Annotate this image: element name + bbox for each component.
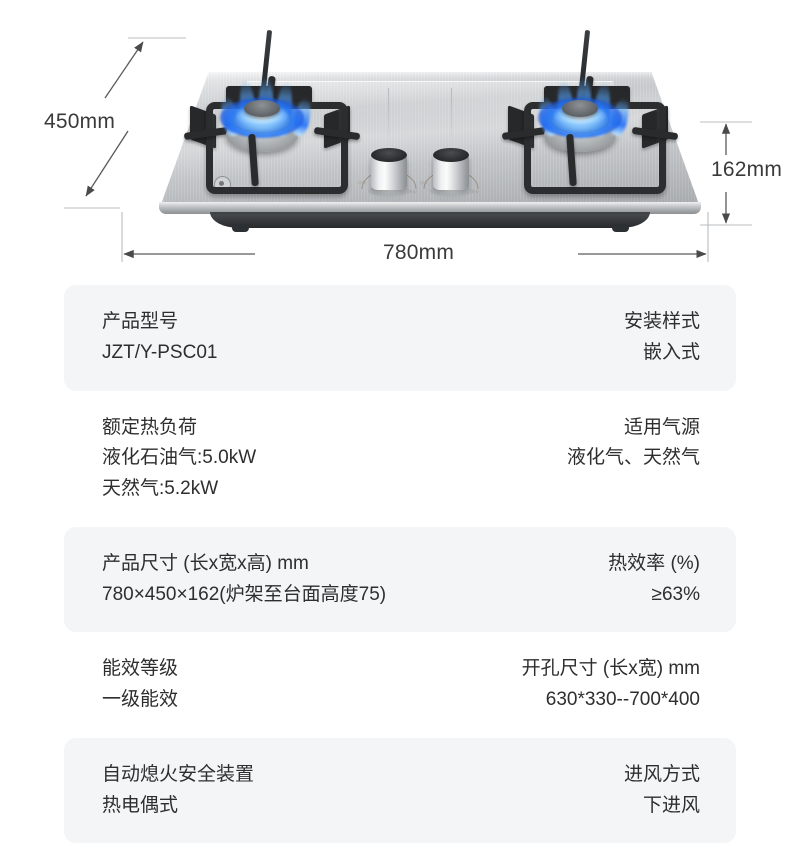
spec-row-energy-grade: 能效等级 一级能效 开孔尺寸 (长x宽) mm 630*330--700*400	[64, 632, 736, 738]
control-knob-left[interactable]: 小火 大火	[358, 146, 417, 210]
spec-label: 产品型号	[102, 311, 179, 332]
cooktop-foot-left	[232, 224, 249, 232]
spec-cell-right: 进风方式 下进风	[624, 760, 700, 822]
specification-table: 产品型号 JZT/Y-PSC01 安装样式 嵌入式 额定热负荷 液化石油气:5.…	[0, 285, 800, 843]
spec-value: 液化石油气:5.0kW	[102, 447, 257, 469]
spec-label: 进风方式	[623, 763, 700, 785]
spec-cell-left: 能效等级 一级能效	[102, 654, 178, 716]
burner-right	[501, 29, 679, 194]
gas-cooktop-illustration: 小火 大火 小火 大火	[159, 29, 701, 232]
spec-value: 下进风	[642, 794, 700, 816]
spec-value: JZT/Y-PSC01	[102, 341, 218, 363]
cooktop-foot-right	[612, 224, 629, 232]
svg-text:大火: 大火	[471, 188, 479, 194]
svg-text:小火: 小火	[358, 179, 366, 185]
dimension-label-depth: 450mm	[44, 110, 116, 133]
spec-value: 一级能效	[102, 689, 179, 711]
dimension-label-height: 162mm	[711, 158, 783, 181]
spec-value-extra: 天然气:5.2kW	[102, 478, 219, 500]
spec-cell-left: 自动熄火安全装置 热电偶式	[102, 760, 254, 822]
burner-cap-left	[244, 100, 280, 117]
spec-row-dimensions: 产品尺寸 (长x宽x高) mm 780×450×162(炉架至台面高度75) 热…	[64, 526, 736, 633]
knob-foot	[430, 186, 472, 196]
spec-cell-left: 额定热负荷 液化石油气:5.0kW 天然气:5.2kW	[102, 413, 256, 505]
spec-row-model: 产品型号 JZT/Y-PSC01 安装样式 嵌入式	[64, 285, 736, 391]
svg-text:大火: 大火	[409, 188, 417, 194]
svg-text:小火: 小火	[420, 179, 428, 185]
spec-label: 适用气源	[623, 416, 700, 438]
spec-cell-left: 产品型号 JZT/Y-PSC01	[102, 307, 217, 369]
spec-label: 开孔尺寸 (长x宽) mm	[521, 658, 700, 680]
dimension-label-width: 780mm	[383, 241, 455, 264]
cooktop-front-edge	[159, 202, 701, 214]
spec-cell-right: 适用气源 液化气、天然气	[567, 413, 700, 475]
spec-cell-right: 开孔尺寸 (长x宽) mm 630*330--700*400	[522, 654, 700, 716]
spec-cell-left: 产品尺寸 (长x宽x高) mm 780×450×162(炉架至台面高度75)	[102, 549, 386, 611]
spec-label: 能效等级	[102, 658, 179, 680]
burner-cap-right	[562, 100, 598, 117]
burner-left	[183, 29, 361, 194]
spec-value: 热电偶式	[102, 794, 179, 816]
spec-row-heat-load: 额定热负荷 液化石油气:5.0kW 天然气:5.2kW 适用气源 液化气、天然气	[64, 390, 736, 527]
spec-label: 热效率 (%)	[608, 552, 700, 574]
spec-value: ≥63%	[651, 583, 700, 605]
spec-label: 自动熄火安全装置	[102, 763, 255, 785]
knob-top-cap	[371, 148, 407, 162]
spec-value: 630*330--700*400	[545, 689, 700, 711]
spec-cell-right: 安装样式 嵌入式	[624, 307, 700, 369]
spec-value: 液化气、天然气	[566, 447, 700, 469]
knob-foot	[368, 186, 410, 196]
spec-label: 安装样式	[623, 311, 700, 332]
spec-label: 产品尺寸 (长x宽x高) mm	[102, 552, 309, 574]
deck-hairline-left	[388, 88, 389, 148]
spec-value: 780×450×162(炉架至台面高度75)	[102, 583, 387, 605]
spec-row-safety-device: 自动熄火安全装置 热电偶式 进风方式 下进风	[64, 737, 736, 843]
spec-label: 额定热负荷	[102, 416, 198, 438]
cooktop-under-body	[210, 212, 650, 228]
product-photo-area: 小火 大火 小火 大火 450mm 162mm 780mm	[0, 0, 800, 285]
spec-value: 嵌入式	[642, 341, 700, 363]
deck-hairline-right	[451, 88, 452, 148]
spec-cell-right: 热效率 (%) ≥63%	[608, 549, 700, 611]
knob-top-cap	[433, 148, 469, 162]
control-knob-right[interactable]: 小火 大火	[420, 146, 479, 210]
